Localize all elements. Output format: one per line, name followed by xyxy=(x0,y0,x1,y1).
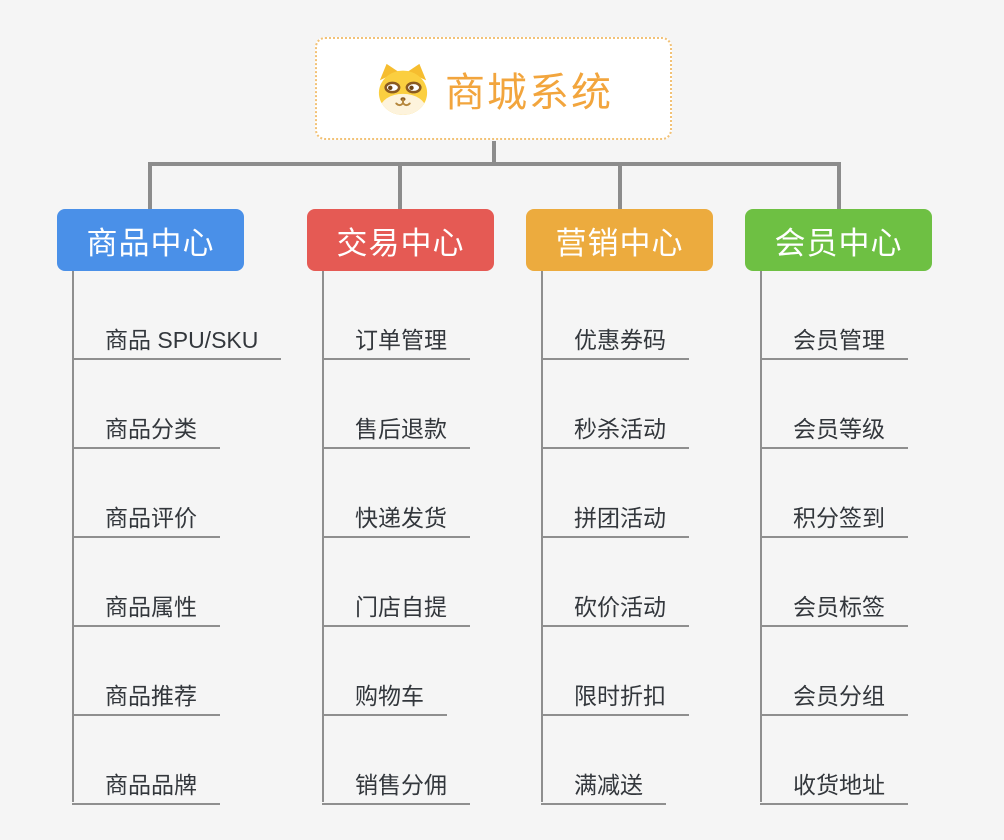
dog-face-icon xyxy=(374,62,432,116)
subtopic-node[interactable]: 商品属性 xyxy=(72,582,220,627)
branch-member-center: 会员中心 会员管理 会员等级 积分签到 会员标签 会员分组 收货地址 xyxy=(745,209,995,819)
root-node-mall-system[interactable]: 商城系统 xyxy=(315,37,672,140)
branch-node-marketing-center[interactable]: 营销中心 xyxy=(526,209,713,271)
subtopic-node[interactable]: 秒杀活动 xyxy=(541,404,689,449)
connector-root-stub xyxy=(492,141,496,163)
connector-drop-marketing xyxy=(618,162,622,209)
subtopic-node[interactable]: 购物车 xyxy=(322,671,447,716)
subtopic-node[interactable]: 拼团活动 xyxy=(541,493,689,538)
subtopic-node[interactable]: 会员等级 xyxy=(760,404,908,449)
connector-drop-product xyxy=(148,162,152,209)
connector-drop-trade xyxy=(398,162,402,209)
subtopic-node[interactable]: 积分签到 xyxy=(760,493,908,538)
branch-node-member-center[interactable]: 会员中心 xyxy=(745,209,932,271)
branch-node-trade-center[interactable]: 交易中心 xyxy=(307,209,494,271)
subtopic-node[interactable]: 商品评价 xyxy=(72,493,220,538)
subtopic-node[interactable]: 销售分佣 xyxy=(322,760,470,805)
branch-marketing-center: 营销中心 优惠券码 秒杀活动 拼团活动 砍价活动 限时折扣 满减送 xyxy=(526,209,776,819)
connector-drop-member xyxy=(837,162,841,209)
subtopic-node[interactable]: 优惠券码 xyxy=(541,315,689,360)
subtopic-node[interactable]: 满减送 xyxy=(541,760,666,805)
subtopic-node[interactable]: 收货地址 xyxy=(760,760,908,805)
branch-trade-center: 交易中心 订单管理 售后退款 快递发货 门店自提 购物车 销售分佣 xyxy=(307,209,557,819)
root-title: 商城系统 xyxy=(445,70,613,115)
subtopic-node[interactable]: 门店自提 xyxy=(322,582,470,627)
subtopic-node[interactable]: 售后退款 xyxy=(322,404,470,449)
branch-node-product-center[interactable]: 商品中心 xyxy=(57,209,244,271)
connector-bus xyxy=(148,162,839,166)
subtopic-node[interactable]: 商品推荐 xyxy=(72,671,220,716)
subtopic-node[interactable]: 会员标签 xyxy=(760,582,908,627)
subtopic-node[interactable]: 砍价活动 xyxy=(541,582,689,627)
subtopic-node[interactable]: 快递发货 xyxy=(322,493,470,538)
subtopic-node[interactable]: 会员管理 xyxy=(760,315,908,360)
subtopic-node[interactable]: 会员分组 xyxy=(760,671,908,716)
subtopic-node[interactable]: 商品品牌 xyxy=(72,760,220,805)
subtopic-node[interactable]: 限时折扣 xyxy=(541,671,689,716)
branch-product-center: 商品中心 商品 SPU/SKU 商品分类 商品评价 商品属性 商品推荐 商品品牌 xyxy=(57,209,307,819)
subtopic-node[interactable]: 订单管理 xyxy=(322,315,470,360)
subtopic-node[interactable]: 商品分类 xyxy=(72,404,220,449)
subtopic-node[interactable]: 商品 SPU/SKU xyxy=(72,315,282,360)
